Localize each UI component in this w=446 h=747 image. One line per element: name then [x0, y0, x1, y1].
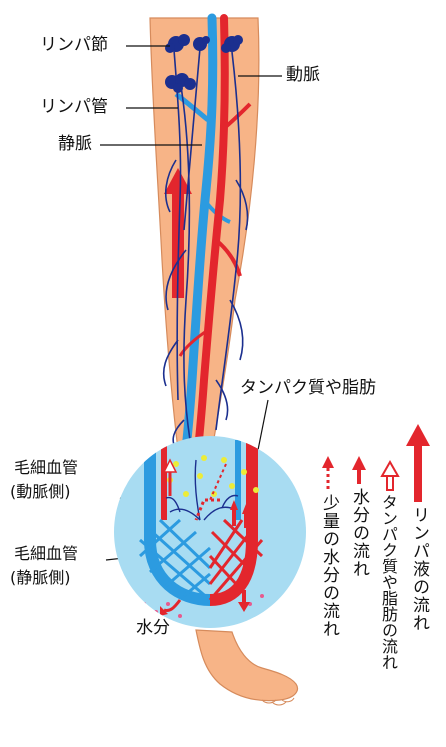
legend-water-flow: 水分の流れ	[350, 488, 367, 578]
label-lymph-vessel: リンパ管	[40, 99, 108, 116]
capillary-circle	[114, 436, 306, 628]
label-capillary-vein-2: (静脈側)	[10, 570, 71, 586]
legend-lymph-flow: リンパ液の流れ	[410, 506, 427, 632]
label-vein: 静脈	[58, 136, 92, 153]
label-protein-fat: タンパク質や脂肪	[240, 380, 376, 397]
label-water: 水分	[136, 620, 170, 637]
legend-protein-fat-flow: タンパク質や脂肪の流れ	[380, 494, 396, 670]
legend-small-water-flow: 少量の水分の流れ	[320, 494, 337, 638]
label-artery: 動脈	[286, 67, 320, 84]
label-capillary-artery-1: 毛細血管	[14, 460, 78, 476]
label-capillary-vein-1: 毛細血管	[14, 546, 78, 562]
label-lymph-node: リンパ節	[40, 37, 108, 54]
legend-arrows	[322, 424, 430, 502]
foot-shape	[196, 630, 297, 701]
label-capillary-artery-2: (動脈側)	[10, 484, 71, 500]
